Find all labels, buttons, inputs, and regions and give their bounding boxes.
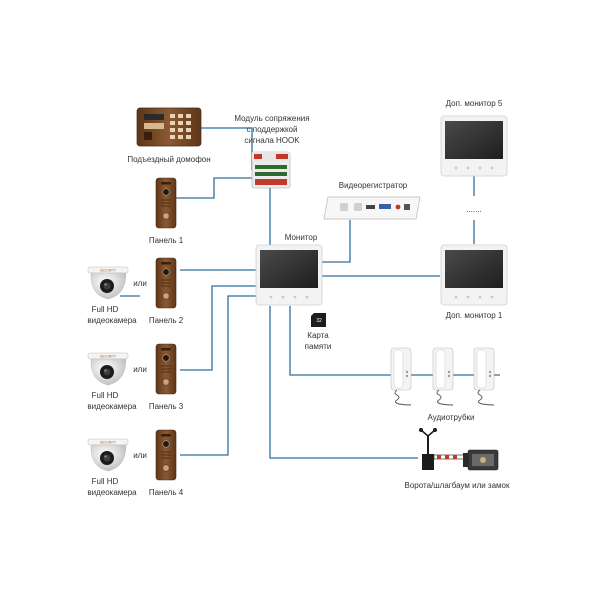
- call-panel-3-icon: [155, 343, 177, 395]
- handsets-label: Аудиотрубки: [427, 413, 474, 422]
- module-label-line3: сигнала HOOK: [244, 136, 300, 145]
- camera-2-label-line1: Full HD: [92, 391, 119, 400]
- or-label-1: или: [133, 279, 147, 288]
- barrier-icon: [419, 428, 465, 470]
- sd-card-size: 32: [316, 318, 322, 324]
- dome-camera-1-icon: [87, 266, 129, 300]
- memory-card-label-line2: памяти: [305, 342, 332, 351]
- nvr-label: Видеорегистратор: [339, 181, 408, 190]
- panel-3-label: Панель 3: [149, 402, 184, 411]
- connection-wires: [120, 127, 500, 459]
- or-label-2: или: [133, 365, 147, 374]
- entry-intercom-label: Подъездный домофон: [127, 155, 210, 164]
- module-label-line1: Модуль сопряжения: [234, 114, 309, 123]
- nvr-icon: [323, 196, 421, 220]
- panel-1-label: Панель 1: [149, 236, 184, 245]
- call-panel-4-icon: [155, 429, 177, 481]
- camera-3-label-line1: Full HD: [92, 477, 119, 486]
- camera-3-label-line2: видеокамера: [87, 488, 137, 497]
- lock-icon: [463, 449, 499, 471]
- monitor-icon: [255, 244, 323, 306]
- panel-4-label: Панель 4: [149, 488, 184, 497]
- ext-monitor-5-icon: [440, 115, 508, 177]
- gate-lock-label: Ворота/шлагбаум или замок: [405, 481, 510, 490]
- ext-monitor-1-icon: [440, 244, 508, 306]
- interface-module-icon: [251, 151, 291, 189]
- entry-intercom-icon: [136, 107, 202, 147]
- call-panel-2-icon: [155, 257, 177, 309]
- panel-2-label: Панель 2: [149, 316, 184, 325]
- monitor-label: Монитор: [285, 233, 318, 242]
- memory-card-label-line1: Карта: [307, 331, 329, 340]
- ext-monitor-1-label: Доп. монитор 1: [446, 311, 503, 320]
- ext-monitor-5-label: Доп. монитор 5: [446, 99, 503, 108]
- sd-card-icon: 32: [311, 313, 326, 327]
- audio-handset-1-icon: [390, 347, 412, 406]
- camera-2-label-line2: видеокамера: [87, 402, 137, 411]
- ext-monitor-ellipsis: .......: [466, 205, 482, 214]
- audio-handset-3-icon: [473, 347, 495, 406]
- or-label-3: или: [133, 451, 147, 460]
- camera-1-label-line1: Full HD: [92, 305, 119, 314]
- audio-handset-2-icon: [432, 347, 454, 406]
- dome-camera-3-icon: [87, 438, 129, 472]
- call-panel-1-icon: [155, 177, 177, 229]
- dome-camera-2-icon: [87, 352, 129, 386]
- camera-1-label-line2: видеокамера: [87, 316, 137, 325]
- module-label-line2: с поддержкой: [247, 125, 298, 134]
